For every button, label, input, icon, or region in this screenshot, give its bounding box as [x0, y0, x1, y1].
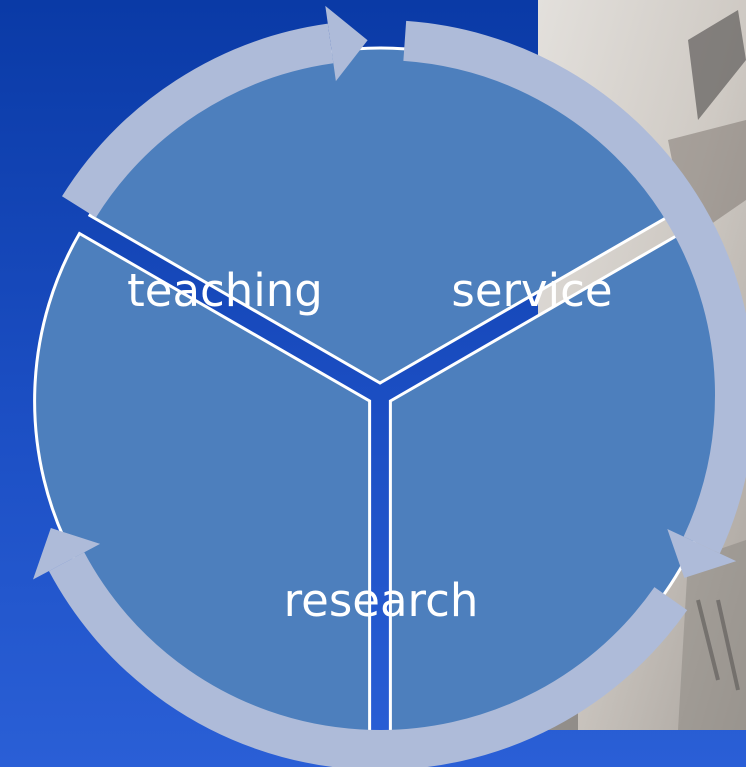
arrow-to-teaching [33, 527, 688, 767]
arrow-to-service [61, 5, 368, 218]
segment-label-teaching: teaching [127, 264, 323, 317]
segment-label-research: research [284, 574, 479, 627]
arrow-to-research [403, 20, 746, 578]
segment-label-service: service [451, 264, 612, 317]
